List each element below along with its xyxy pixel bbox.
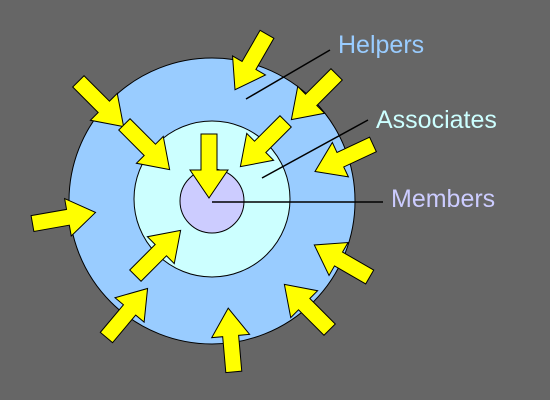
associates-label: Associates	[376, 106, 497, 134]
arrow-inward-icon	[239, 115, 292, 168]
helpers-leader-line	[245, 49, 331, 100]
arrow-inward-icon	[129, 229, 182, 282]
arrow-inward-icon	[283, 283, 336, 336]
arrow-inward-icon	[314, 136, 378, 178]
arrow-inward-icon	[290, 68, 343, 121]
associates-leader-line	[261, 119, 369, 179]
members-label: Members	[391, 185, 496, 213]
arrow-group	[30, 29, 378, 374]
arrow-inward-icon	[210, 307, 251, 374]
arrow-inward-icon	[189, 133, 229, 199]
arrow-inward-icon	[30, 197, 97, 238]
arrow-inward-icon	[99, 287, 149, 344]
arrow-inward-icon	[313, 241, 375, 285]
helpers-label: Helpers	[338, 31, 425, 59]
arrow-inward-icon	[118, 118, 171, 171]
arrow-inward-icon	[72, 75, 125, 128]
arrow-inward-icon	[231, 29, 275, 91]
